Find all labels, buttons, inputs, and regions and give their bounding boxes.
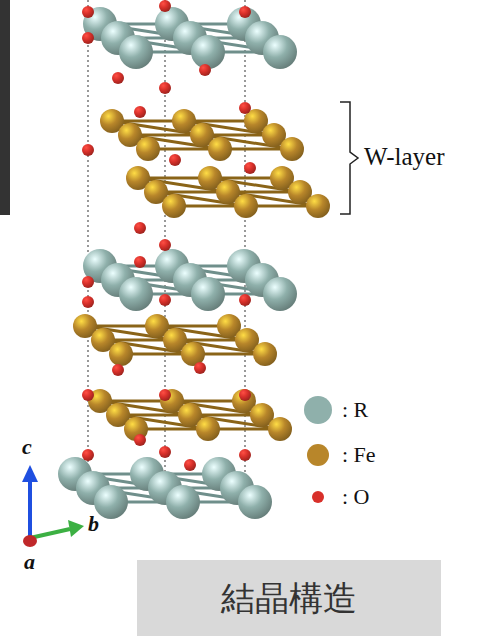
- atoms: [58, 0, 330, 519]
- oxygen-sphere: [82, 6, 94, 18]
- oxygen-sphere: [239, 449, 251, 461]
- oxygen-sphere: [159, 82, 171, 94]
- oxygen-sphere: [159, 294, 171, 306]
- legend-swatch: [304, 396, 332, 424]
- edge-bar: [0, 0, 10, 215]
- layer-atoms: [100, 109, 304, 161]
- layer-atoms: [126, 166, 330, 218]
- cell-edge: [87, 0, 88, 500]
- layer-label: W-layer: [364, 142, 445, 172]
- atom-sphere: [136, 137, 160, 161]
- layer-atoms: [88, 389, 292, 441]
- axis-b: [30, 529, 70, 538]
- atom-sphere: [94, 485, 128, 519]
- atom-sphere: [306, 194, 330, 218]
- legend-text: : Fe: [342, 441, 376, 469]
- oxygen-sphere: [199, 64, 211, 76]
- atom-sphere: [234, 194, 258, 218]
- atom-sphere: [238, 485, 272, 519]
- oxygen-sphere: [239, 294, 251, 306]
- axis-arrowhead: [68, 520, 84, 537]
- oxygen-sphere: [112, 364, 124, 376]
- atom-sphere: [119, 35, 153, 69]
- atom-sphere: [263, 35, 297, 69]
- oxygen-sphere: [169, 154, 181, 166]
- atom-sphere: [166, 485, 200, 519]
- caption-box: 結晶構造: [137, 560, 441, 636]
- axis-arrowhead: [22, 465, 38, 482]
- oxygen-sphere: [159, 389, 171, 401]
- oxygen-sphere: [159, 446, 171, 458]
- caption-text: 結晶構造: [221, 578, 357, 618]
- legend-swatches: [304, 396, 332, 503]
- atom-sphere: [268, 417, 292, 441]
- legend-swatch: [307, 444, 329, 466]
- atom-sphere: [263, 277, 297, 311]
- legend-text: : R: [342, 396, 368, 424]
- oxygen-sphere: [244, 162, 256, 174]
- oxygen-sphere: [82, 449, 94, 461]
- layer-atoms: [83, 249, 297, 311]
- oxygen-sphere: [82, 32, 94, 44]
- atom-sphere: [191, 35, 225, 69]
- oxygen-atoms: [82, 0, 256, 471]
- oxygen-sphere: [194, 362, 206, 374]
- layer-atoms: [73, 314, 277, 366]
- oxygen-sphere: [134, 256, 146, 268]
- oxygen-sphere: [239, 6, 251, 18]
- oxygen-sphere: [184, 459, 196, 471]
- oxygen-sphere: [82, 144, 94, 156]
- oxygen-sphere: [134, 434, 146, 446]
- oxygen-sphere: [159, 239, 171, 251]
- oxygen-sphere: [134, 106, 146, 118]
- oxygen-sphere: [239, 102, 251, 114]
- axis-label: b: [88, 511, 99, 537]
- atom-sphere: [280, 137, 304, 161]
- atom-sphere: [191, 277, 225, 311]
- bracket: [340, 102, 358, 214]
- oxygen-sphere: [134, 222, 146, 234]
- legend-swatch: [312, 491, 324, 503]
- oxygen-sphere: [159, 0, 171, 12]
- layer-atoms: [58, 457, 272, 519]
- atom-sphere: [162, 194, 186, 218]
- oxygen-sphere: [82, 296, 94, 308]
- atom-sphere: [196, 417, 220, 441]
- axis-c: [28, 478, 32, 538]
- atom-sphere: [253, 342, 277, 366]
- atom-sphere: [208, 137, 232, 161]
- legend-text: : O: [342, 483, 370, 511]
- axis-label: c: [22, 434, 32, 460]
- oxygen-sphere: [239, 389, 251, 401]
- axis-a: [23, 535, 37, 547]
- oxygen-sphere: [112, 72, 124, 84]
- oxygen-sphere: [82, 389, 94, 401]
- atom-sphere: [109, 342, 133, 366]
- axis-label: a: [24, 549, 35, 575]
- oxygen-sphere: [82, 276, 94, 288]
- atom-sphere: [119, 277, 153, 311]
- layer-atoms: [83, 7, 297, 69]
